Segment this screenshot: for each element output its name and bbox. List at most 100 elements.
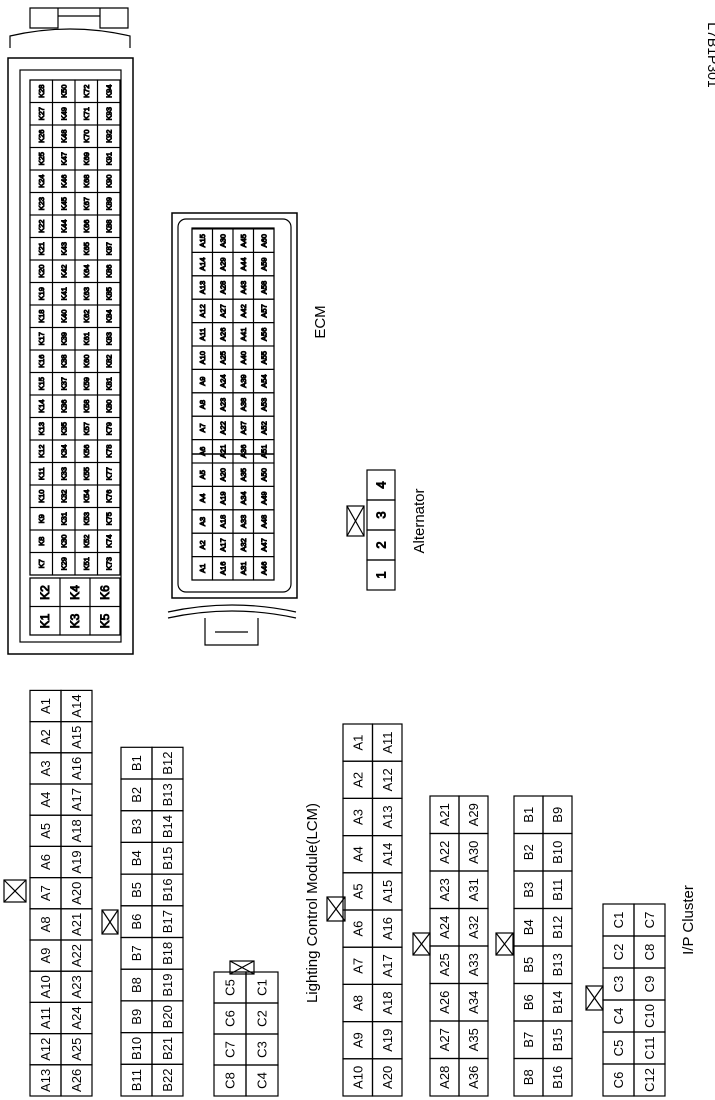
ecm-a-pin-label: A60 <box>259 234 268 247</box>
ecm-a-pin-label: A36 <box>239 445 248 458</box>
ipc-a-pin-box <box>60 689 93 723</box>
lcm-b-pin-label: B7 <box>521 1032 536 1048</box>
ecm-k-pin-label: K51 <box>82 557 91 570</box>
ipc-b-pin-label: B3 <box>129 819 144 835</box>
ecm-k-pin-label: K16 <box>37 355 46 368</box>
ecm-k-latch <box>29 7 129 29</box>
ecm-a-pin-label: A49 <box>259 491 268 504</box>
alternator-pin-label: 4 <box>374 481 389 488</box>
ecm-k-pin-label: K38 <box>59 355 68 368</box>
lcm-a2-pin-label: A25 <box>437 953 452 976</box>
ecm-k-pin-label: K22 <box>37 220 46 233</box>
ecm-a-pin-label: A15 <box>198 234 207 247</box>
lcm-b-pin-label: B16 <box>550 1066 565 1089</box>
lcm-c-pin-label: C8 <box>642 944 657 961</box>
lcm-a2-pin-label: A29 <box>466 803 481 826</box>
alternator-label: Alternator <box>411 488 428 553</box>
ecm-a-pin-label: A57 <box>259 304 268 317</box>
lcm-b-pin-label: B11 <box>550 879 565 901</box>
ipc-b-pin-label: B22 <box>160 1069 175 1092</box>
lcm-a2-pin-label: A26 <box>437 991 452 1014</box>
ecm-k-pin-label: K33 <box>59 467 68 480</box>
ecm-a-pin-label: A48 <box>259 515 268 528</box>
ecm-a-pin-label: A38 <box>239 398 248 411</box>
ipc-a-pin-label: A5 <box>38 823 53 839</box>
ecm-k-pin-label: K84 <box>104 310 113 323</box>
ecm-k-pin-label: K45 <box>59 197 68 210</box>
ecm-a-pin-label: A17 <box>218 538 227 551</box>
ipc-a-pin-label: A6 <box>38 854 53 870</box>
ecm-k-pin-label: K70 <box>82 130 91 143</box>
ecm-a-pin-label: A34 <box>239 491 248 504</box>
ecm-k-pin-label: K15 <box>37 377 46 390</box>
ecm-a-pin-label: A16 <box>218 562 227 575</box>
lcm-a-pin-label: A11 <box>380 732 395 754</box>
ecm-k-pin-label: K41 <box>59 287 68 300</box>
ecm-k-pin-label: K71 <box>82 107 91 120</box>
ecm-k-power-pin-label: K3 <box>68 613 82 628</box>
ecm-k-pin-label: K73 <box>104 557 113 570</box>
ecm-k-power-pin-label: K2 <box>38 585 52 600</box>
ipc-b-pin-label: B14 <box>160 815 175 838</box>
ipc-b-pin-label: B4 <box>129 850 144 866</box>
lcm-b-pin-label: B9 <box>550 807 565 823</box>
ecm-a-pin-label: A8 <box>198 400 207 409</box>
ecm-a-pin-label: A28 <box>218 281 227 294</box>
lcm-c-pin-label: C12 <box>642 1068 657 1092</box>
lcm-b-pin-label: B6 <box>521 994 536 1010</box>
ecm-a-pin-box <box>252 228 275 253</box>
lcm-a-pin-label: A4 <box>350 846 365 862</box>
ecm-a-pin-label: A55 <box>259 351 268 364</box>
ecm-label: ECM <box>312 305 329 338</box>
ipc-b-pin-label: B21 <box>160 1037 175 1060</box>
ecm-k-pin-label: K32 <box>59 490 68 503</box>
ecm-a-pin-label: A1 <box>198 564 207 573</box>
lcm-a-pin-label: A18 <box>380 991 395 1014</box>
ecm-k-pin-label: K72 <box>82 85 91 98</box>
ecm-a-pin-label: A10 <box>198 351 207 364</box>
lcm-a2-pin-label: A21 <box>437 803 452 826</box>
lcm-b-pin-label: B14 <box>550 991 565 1014</box>
ipc-a-pin-label: A23 <box>69 975 84 998</box>
ecm-a-pin-label: A14 <box>198 257 207 270</box>
lcm-a-pin-label: A14 <box>380 843 395 866</box>
ecm-k-pin-label: K92 <box>104 130 113 143</box>
lcm-a-pin-label: A5 <box>350 883 365 899</box>
lcm-c-pin-box <box>633 903 666 937</box>
lcm-a-pin-label: A2 <box>350 772 365 788</box>
lcm-b-pin-label: B2 <box>521 844 536 860</box>
ipc-b-pin-label: B19 <box>160 973 175 996</box>
ecm-k-pin-label: K63 <box>82 287 91 300</box>
ipc-b-pin-label: B8 <box>129 977 144 993</box>
ipc-a-pin-label: A9 <box>38 948 53 964</box>
ipc-a-pin-label: A1 <box>38 698 53 714</box>
ecm-a-pin-label: A51 <box>259 445 268 458</box>
ecm-k-pin-label: K81 <box>104 377 113 390</box>
ipc-a-pin-label: A12 <box>38 1038 53 1061</box>
ecm-a-latch-arc <box>167 604 297 613</box>
ecm-a-pin-label: A25 <box>218 351 227 364</box>
ipc-a-pin-label: A14 <box>69 694 84 717</box>
ecm-a-inner <box>177 218 292 593</box>
ecm-k-pin-label: K57 <box>82 422 91 435</box>
ecm-a-pin-label: A4 <box>198 494 207 503</box>
ipc-b-connector: B11B10B9B8B7B6B5B4B3B2B1B22B21B20B19B18B… <box>120 746 184 1097</box>
ecm-k-pin-label: K94 <box>104 85 113 98</box>
ipc-b-pin-label: B15 <box>160 847 175 870</box>
ecm-k-pin-label: K39 <box>59 332 68 345</box>
ecm-k-pin-label: K29 <box>59 557 68 570</box>
ipc-b-pin-label: B11 <box>129 1069 144 1091</box>
ecm-k-pin-label: K86 <box>104 265 113 278</box>
ecm-k-pin-label: K49 <box>59 107 68 120</box>
ecm-k-pin-label: K93 <box>104 107 113 120</box>
ecm-k-power-pin-label: K1 <box>38 613 52 628</box>
ipc-a-pin-label: A17 <box>69 788 84 811</box>
ipc-c-pin-box <box>245 971 279 1004</box>
ecm-a-latch <box>204 618 259 646</box>
ecm-k-pin-label: K77 <box>104 467 113 480</box>
lcm-c-pin-label: C7 <box>642 912 657 929</box>
ecm-a-pin-label: A7 <box>198 423 207 432</box>
ipc-b-pin-label: B9 <box>129 1009 144 1025</box>
